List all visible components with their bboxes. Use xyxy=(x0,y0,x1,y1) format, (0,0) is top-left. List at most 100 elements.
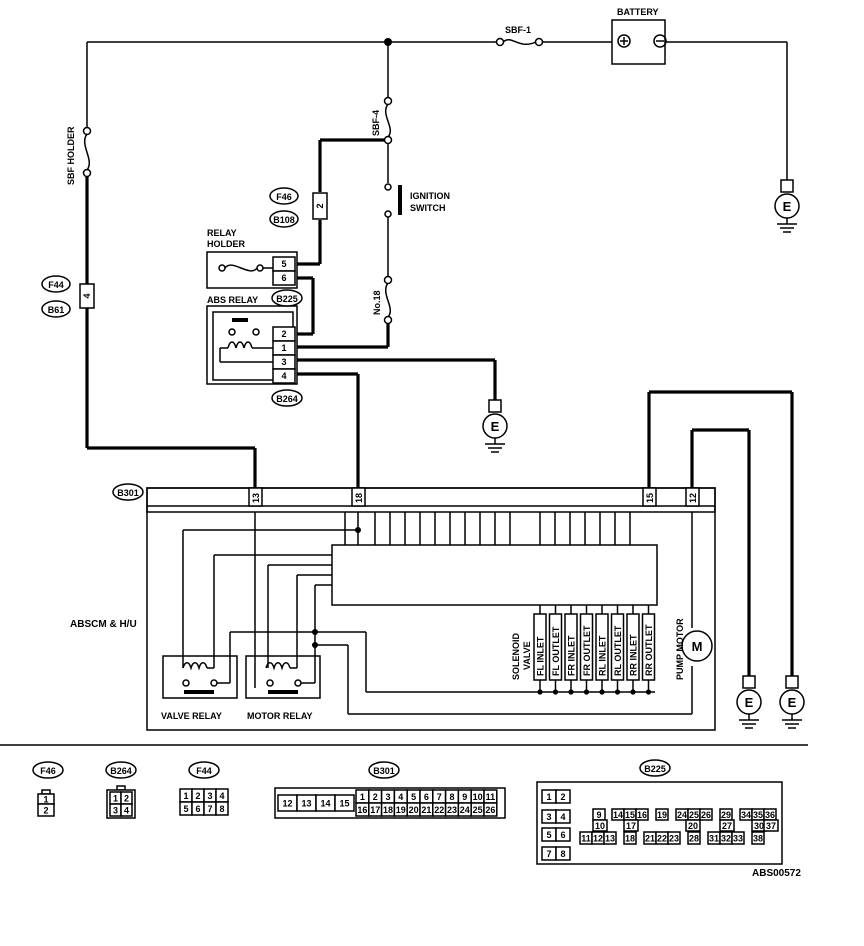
connector-b301-tag xyxy=(112,483,144,501)
battery-label: BATTERY xyxy=(617,7,659,17)
legend-pin-label: 4 xyxy=(560,812,565,822)
legend-pin-label: 22 xyxy=(434,805,444,815)
legend-pin-label: 32 xyxy=(721,834,731,844)
pump-motor-symbol: M xyxy=(692,639,703,654)
b301-pin-15: 15 xyxy=(645,493,655,503)
legend-pin-label: 2 xyxy=(124,794,129,804)
legend-pin-label: 2 xyxy=(373,792,378,802)
legend-pin-label: 34 xyxy=(741,810,751,820)
solenoid-label: RL INLET xyxy=(598,635,608,676)
legend-pin-label: 4 xyxy=(398,792,403,802)
battery xyxy=(611,19,667,65)
relay-holder xyxy=(206,251,298,289)
legend-connector-tag xyxy=(368,761,400,779)
motor-relay-label: MOTOR RELAY xyxy=(247,711,313,721)
legend-pin-cell xyxy=(603,831,617,845)
legend-pin-label: 14 xyxy=(320,799,330,809)
connector-b225-tag xyxy=(271,289,303,307)
abs-relay-pin: 4 xyxy=(281,371,286,381)
legend-pin-label: 30 xyxy=(754,821,764,831)
relay-holder-label-2: HOLDER xyxy=(207,239,246,249)
ground-symbol xyxy=(482,399,508,453)
legend-pin-cell xyxy=(763,819,779,832)
legend-pin-cell xyxy=(623,819,639,832)
legend-pin-cell xyxy=(215,801,229,816)
legend-pin-cell xyxy=(555,846,571,861)
legend-pin-label: 8 xyxy=(219,804,224,814)
legend-pin-label: 2 xyxy=(195,791,200,801)
legend-connector-body xyxy=(536,781,783,865)
legend-pin-label: 1 xyxy=(360,792,365,802)
relay-holder-pin: 5 xyxy=(281,259,286,269)
legend-pin-label: 20 xyxy=(409,805,419,815)
power-wiring xyxy=(82,37,788,488)
legend-pin-label: 10 xyxy=(473,792,483,802)
sbf1-label: SBF-1 xyxy=(505,25,531,35)
legend-connector-tag xyxy=(188,761,220,779)
legend-pin-label: 1 xyxy=(183,791,188,801)
legend-pin-label: 4 xyxy=(124,806,129,816)
legend-pin-label: 17 xyxy=(626,821,636,831)
legend-pin-cell xyxy=(120,803,133,817)
legend-pin-cell xyxy=(592,819,608,832)
connector-b61-label: B61 xyxy=(48,305,65,315)
legend-pin-label: 29 xyxy=(721,810,731,820)
legend-connector-title: B264 xyxy=(110,766,132,776)
legend-pin-label: 11 xyxy=(486,792,496,802)
connector-b108-label: B108 xyxy=(273,215,295,225)
connector-b264-label: B264 xyxy=(276,394,298,404)
legend-pin-label: 20 xyxy=(688,821,698,831)
abs-relay-pin: 1 xyxy=(281,343,286,353)
legend-pin-label: 19 xyxy=(657,810,667,820)
connector-f46-label: F46 xyxy=(276,192,292,202)
legend-pin-label: 9 xyxy=(596,810,601,820)
legend-connector-tag xyxy=(639,759,671,777)
legend-connector-title: B225 xyxy=(644,764,666,774)
legend-pin-label: 28 xyxy=(689,834,699,844)
legend-pin-label: 15 xyxy=(625,810,635,820)
solenoid-junction xyxy=(630,689,636,695)
legend-pin-label: 11 xyxy=(581,834,591,844)
legend-pin-label: 19 xyxy=(396,805,406,815)
ground-label: E xyxy=(491,419,500,434)
legend-pin-label: 35 xyxy=(753,810,763,820)
connector-f46-b108 xyxy=(269,187,328,228)
legend-pin-label: 13 xyxy=(605,834,615,844)
legend-pin-cell xyxy=(687,831,701,845)
legend-connector-tag xyxy=(105,761,137,779)
legend-pin-label: 12 xyxy=(282,799,292,809)
legend-pin-label: 2 xyxy=(43,806,48,816)
legend-pin-cell xyxy=(685,819,701,832)
solenoid-label: FR INLET xyxy=(567,635,577,676)
relay-holder-label-1: RELAY xyxy=(207,228,237,238)
ground-label: E xyxy=(745,695,754,710)
legend-pin-label: 3 xyxy=(113,806,118,816)
solenoid-label: FL OUTLET xyxy=(551,626,561,676)
connector-b264-tag xyxy=(271,389,303,407)
solenoid-junction xyxy=(537,689,543,695)
legend-pin-label: 14 xyxy=(613,810,623,820)
legend-pin-label: 16 xyxy=(357,805,367,815)
legend-pin-label: 24 xyxy=(677,810,687,820)
legend-pin-label: 16 xyxy=(637,810,647,820)
legend-pin-label: 6 xyxy=(560,830,565,840)
legend-pin-label: 5 xyxy=(546,830,551,840)
legend-pin-cell xyxy=(555,827,571,842)
legend-pin-label: 26 xyxy=(485,805,495,815)
legend-pin-label: 1 xyxy=(546,792,551,802)
legend-pin-cell xyxy=(483,802,498,817)
legend-pin-label: 25 xyxy=(689,810,699,820)
legend-pin-label: 23 xyxy=(669,834,679,844)
controller-stubs xyxy=(344,512,631,545)
abscm-module xyxy=(146,487,716,731)
document-code: ABS00572 xyxy=(752,868,801,879)
legend-pin-cell xyxy=(635,808,649,821)
legend-pin-cell xyxy=(334,794,355,812)
legend-connector-title: B301 xyxy=(373,766,395,776)
legend-pin-label: 17 xyxy=(370,805,380,815)
legend-pin-label: 13 xyxy=(301,799,311,809)
legend-pin-label: 37 xyxy=(766,821,776,831)
ignition-switch-label-2: SWITCH xyxy=(410,203,446,213)
solenoid-junction xyxy=(583,689,590,695)
